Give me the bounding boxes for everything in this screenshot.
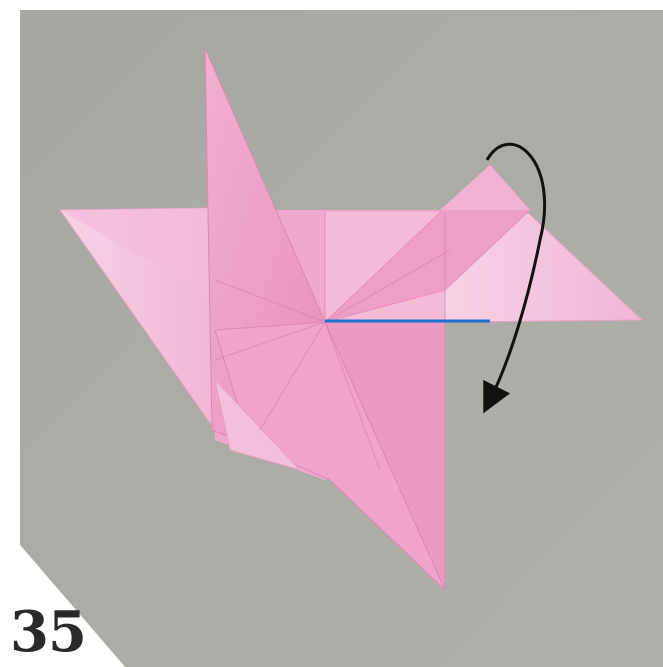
step-number: 35 [10,602,86,662]
